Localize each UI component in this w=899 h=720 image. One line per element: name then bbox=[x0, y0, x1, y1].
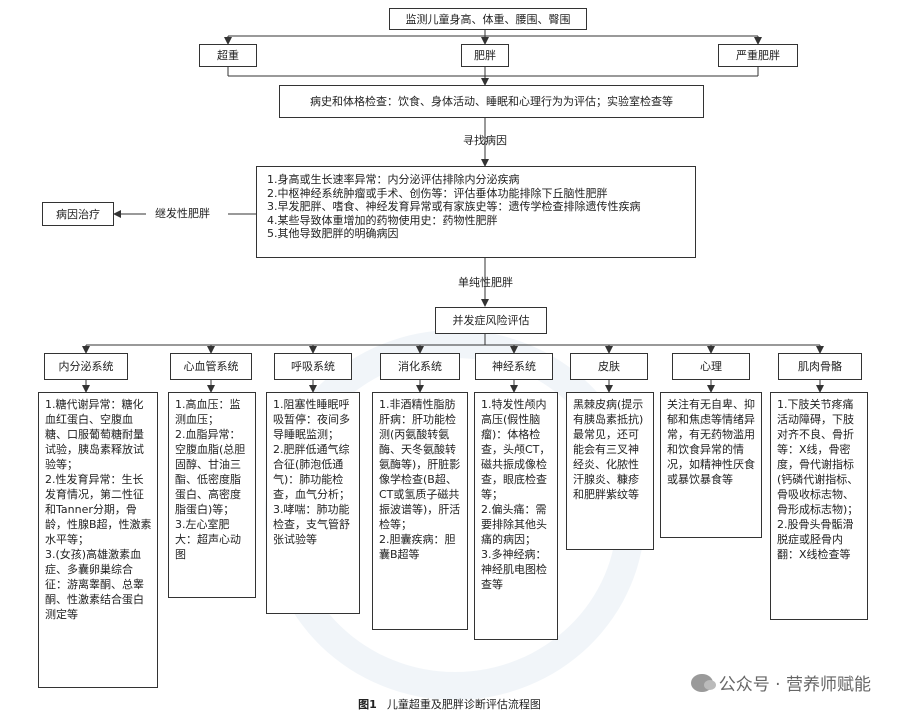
assessment-box: 病史和体格检查：饮食、身体活动、睡眠和心理行为为评估；实验室检查等 bbox=[279, 85, 704, 118]
detail-musculoskeletal: 1.下肢关节疼痛活动障碍，下肢对齐不良、骨折等：X线，骨密度，骨代谢指标(钙磷代… bbox=[770, 392, 868, 620]
secondary-obesity-label: 继发性肥胖 bbox=[155, 207, 210, 220]
system-name: 内分泌系统 bbox=[58, 360, 114, 373]
assessment-text: 病史和体格检查：饮食、身体活动、睡眠和心理行为为评估；实验室检查等 bbox=[310, 95, 673, 108]
system-name: 呼吸系统 bbox=[291, 360, 335, 373]
complication-box: 并发症风险评估 bbox=[435, 307, 547, 334]
simple-obesity-label: 单纯性肥胖 bbox=[458, 276, 513, 289]
system-psychology: 心理 bbox=[672, 353, 750, 380]
detail-item: 1.非酒精性脂肪肝病：肝功能检测(丙氨酸转氨酶、天冬氨酸转氨酶等)，肝脏影像学检… bbox=[379, 398, 461, 531]
system-name: 心血管系统 bbox=[183, 360, 239, 373]
system-musculoskeletal: 肌肉骨骼 bbox=[778, 353, 862, 380]
cause-item: 1.身高或生长速率异常：内分泌评估排除内分泌疾病 bbox=[267, 173, 520, 186]
causes-box: 1.身高或生长速率异常：内分泌评估排除内分泌疾病 2.中枢神经系统肿瘤或手术、创… bbox=[256, 166, 696, 258]
complication-label: 并发症风险评估 bbox=[452, 314, 530, 327]
system-nervous: 神经系统 bbox=[475, 353, 553, 380]
monitor-box: 监测儿童身高、体重、腰围、臀围 bbox=[389, 8, 587, 30]
cause-item: 5.其他导致肥胖的明确病因 bbox=[267, 227, 399, 240]
detail-item: 1.特发性颅内高压(假性脑瘤)：体格检查，头颅CT，磁共振成像检查，眼底检查等； bbox=[481, 398, 551, 501]
wechat-icon bbox=[690, 673, 716, 692]
detail-respiratory: 1.阻塞性睡眠呼吸暂停：夜间多导睡眠监测； 2.肥胖低通气综合征(肺泡低通气)：… bbox=[266, 392, 360, 614]
obesity-box: 肥胖 bbox=[461, 44, 509, 67]
detail-item: 2.胆囊疾病：胆囊B超等 bbox=[379, 533, 456, 561]
detail-item: 关注有无自卑、抑郁和焦虑等情绪异常，有无药物滥用和饮食异常的情况，如精神性厌食或… bbox=[667, 398, 755, 486]
caption-text: 儿童超重及肥胖诊断评估流程图 bbox=[386, 698, 541, 711]
obesity-label: 肥胖 bbox=[474, 49, 496, 62]
account-watermark: 公众号 · 营养师赋能 bbox=[690, 670, 871, 695]
detail-item: 2.肥胖低通气综合征(肺泡低通气)：肺功能检查，血气分析； bbox=[273, 443, 350, 501]
detail-digestive: 1.非酒精性脂肪肝病：肝功能检测(丙氨酸转氨酶、天冬氨酸转氨酶等)，肝脏影像学检… bbox=[372, 392, 468, 630]
detail-nervous: 1.特发性颅内高压(假性脑瘤)：体格检查，头颅CT，磁共振成像检查，眼底检查等；… bbox=[474, 392, 558, 640]
severe-obesity-label: 严重肥胖 bbox=[736, 49, 780, 62]
overweight-label: 超重 bbox=[217, 49, 239, 62]
monitor-text: 监测儿童身高、体重、腰围、臀围 bbox=[405, 12, 571, 26]
system-cardiovascular: 心血管系统 bbox=[170, 353, 252, 380]
system-skin: 皮肤 bbox=[570, 353, 648, 380]
cause-item: 3.早发肥胖、嗜食、神经发育异常或有家族史等：遗传学检查排除遗传性疾病 bbox=[267, 200, 641, 213]
detail-item: 1.高血压：监测血压； bbox=[175, 398, 241, 426]
system-name: 肌肉骨骼 bbox=[798, 360, 842, 373]
detail-item: 2.血脂异常：空腹血脂(总胆固醇、甘油三酯、低密度脂蛋白、高密度脂蛋白)等； bbox=[175, 428, 246, 516]
system-name: 消化系统 bbox=[398, 360, 442, 373]
find-cause-label: 寻找病因 bbox=[463, 134, 507, 147]
overweight-box: 超重 bbox=[199, 44, 257, 67]
detail-item: 1.糖代谢异常：糖化血红蛋白、空腹血糖、口服葡萄糖耐量试验，胰岛素释放试验等； bbox=[45, 398, 144, 471]
watermark-text: 公众号 · 营养师赋能 bbox=[718, 675, 871, 695]
detail-item: 2.偏头痛：需要排除其他头痛的病因； bbox=[481, 503, 547, 546]
figure-caption: 图1 儿童超重及肥胖诊断评估流程图 bbox=[0, 696, 899, 712]
detail-item: 1.下肢关节疼痛活动障碍，下肢对齐不良、骨折等：X线，骨密度，骨代谢指标(钙磷代… bbox=[777, 398, 859, 516]
detail-item: 黑棘皮病(提示有胰岛素抵抗)最常见，还可能会有三叉神经炎、化脓性汗腺炎、糠疹和肥… bbox=[573, 398, 644, 501]
detail-cardiovascular: 1.高血压：监测血压； 2.血脂异常：空腹血脂(总胆固醇、甘油三酯、低密度脂蛋白… bbox=[168, 392, 256, 598]
caption-number: 图1 bbox=[358, 698, 377, 711]
system-respiratory: 呼吸系统 bbox=[274, 353, 352, 380]
detail-item: 3.多神经病：神经肌电图检查等 bbox=[481, 548, 547, 591]
detail-item: 1.阻塞性睡眠呼吸暂停：夜间多导睡眠监测； bbox=[273, 398, 350, 441]
treatment-box: 病因治疗 bbox=[42, 202, 114, 226]
detail-item: 3.(女孩)高雄激素血症、多囊卵巢综合征：游离睾酮、总睾酮、性激素结合蛋白测定等 bbox=[45, 548, 144, 621]
detail-skin: 黑棘皮病(提示有胰岛素抵抗)最常见，还可能会有三叉神经炎、化脓性汗腺炎、糠疹和肥… bbox=[566, 392, 654, 550]
cause-item: 4.某些导致体重增加的药物使用史：药物性肥胖 bbox=[267, 213, 498, 227]
detail-endocrine: 1.糖代谢异常：糖化血红蛋白、空腹血糖、口服葡萄糖耐量试验，胰岛素释放试验等； … bbox=[38, 392, 158, 688]
system-name: 神经系统 bbox=[492, 360, 536, 373]
detail-item: 3.左心室肥大：超声心动图 bbox=[175, 518, 241, 561]
system-endocrine: 内分泌系统 bbox=[44, 353, 128, 380]
cause-item: 2.中枢神经系统肿瘤或手术、创伤等：评估垂体功能排除下丘脑性肥胖 bbox=[267, 186, 608, 200]
detail-psychology: 关注有无自卑、抑郁和焦虑等情绪异常，有无药物滥用和饮食异常的情况，如精神性厌食或… bbox=[660, 392, 762, 538]
system-name: 皮肤 bbox=[598, 360, 620, 373]
detail-item: 2.性发育异常：生长发育情况，第二性征和Tanner分期，骨龄，性腺B超，性激素… bbox=[45, 473, 152, 546]
severe-obesity-box: 严重肥胖 bbox=[718, 44, 798, 67]
detail-item: 3.哮喘：肺功能检查，支气管舒张试验等 bbox=[273, 503, 350, 546]
detail-item: 2.股骨头骨骺滑脱症或胫骨内翻：X线检查等 bbox=[777, 518, 854, 561]
treatment-label: 病因治疗 bbox=[56, 207, 100, 221]
system-digestive: 消化系统 bbox=[380, 353, 460, 380]
system-name: 心理 bbox=[700, 360, 722, 373]
